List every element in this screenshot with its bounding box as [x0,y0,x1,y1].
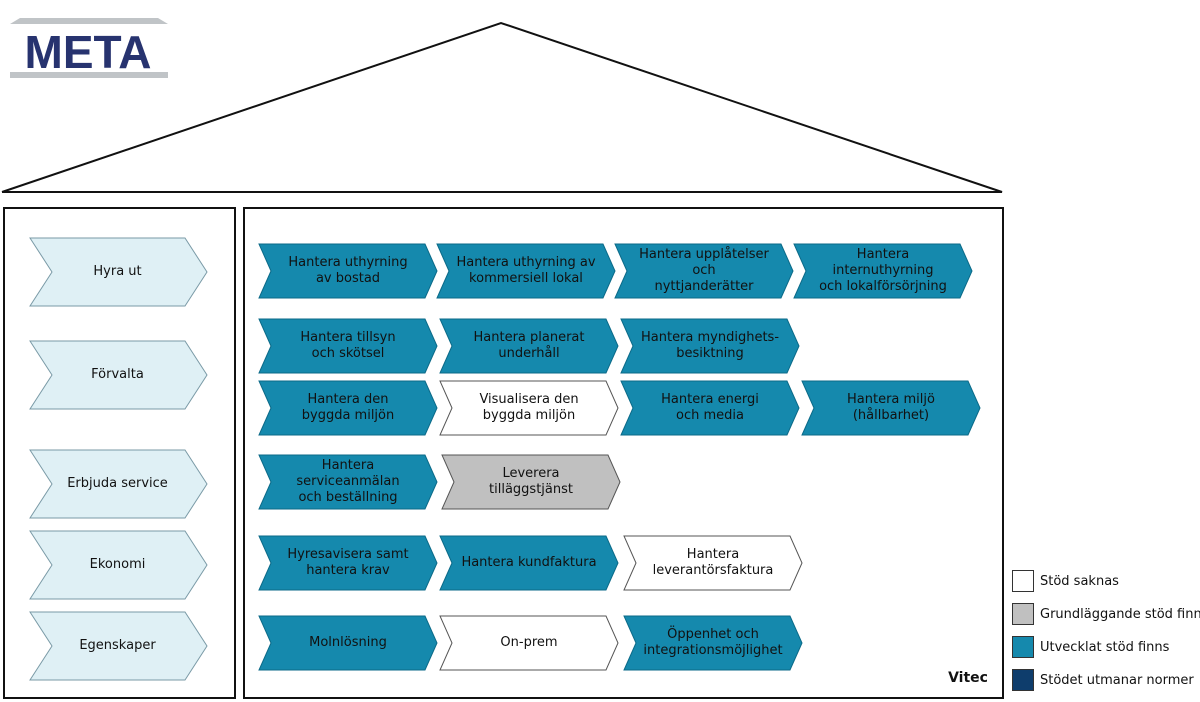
process-chevron-shape [258,380,438,436]
process-label: Hantera energi och media [661,392,759,423]
logo-bar [10,72,168,78]
process-label: Hantera upplåtelser och nyttjanderätter [639,247,769,294]
process-chevron: Hantera myndighets- besiktning [620,318,800,374]
process-chevron-shape [439,318,619,374]
process-chevron: Molnlösning [258,615,438,671]
process-chevron-shape [620,380,800,436]
process-chevron-shape [439,615,619,671]
process-chevron-shape [441,454,621,510]
process-chevron-shape [793,243,973,299]
process-label: Hantera myndighets- besiktning [640,330,780,361]
left-chevron-label: Erbjuda service [67,476,168,491]
left-chevron-label: Förvalta [91,367,144,382]
process-label: Hyresavisera samt hantera krav [287,547,409,578]
process-chevron-shape [439,535,619,591]
process-chevron: Hantera miljö (hållbarhet) [801,380,981,436]
legend-swatch [1012,669,1034,691]
process-label: Hantera leverantörsfaktura [652,547,774,578]
logo-roof [10,18,168,24]
process-label: Hantera serviceanmälan och beställning [296,458,400,505]
left-chevron: Förvalta [29,340,208,410]
legend-label: Grundläggande stöd finns [1040,606,1200,622]
process-label: Molnlösning [309,635,387,650]
process-chevron: Hantera uthyrning av bostad [258,243,438,299]
legend-swatch [1012,570,1034,592]
meta-logo: META [10,18,168,78]
process-chevron: Visualisera den byggda miljön [439,380,619,436]
process-chevron-shape [258,454,438,510]
process-chevron: Hyresavisera samt hantera krav [258,535,438,591]
left-chevron-label: Egenskaper [79,638,156,653]
legend-item: Utvecklat stöd finns [1012,634,1169,660]
left-chevron-shape [29,237,208,307]
process-chevron: Öppenhet och integrationsmöjlighet [623,615,803,671]
process-chevron: Hantera serviceanmälan och beställning [258,454,438,510]
process-chevron-shape [801,380,981,436]
left-chevron-shape [29,530,208,600]
process-label: Leverera tilläggstjänst [489,466,573,497]
process-label: Hantera den byggda miljön [301,392,395,423]
process-chevron-shape [258,535,438,591]
left-chevron: Egenskaper [29,611,208,681]
legend-label: Utvecklat stöd finns [1040,639,1170,655]
left-chevron-shape [29,611,208,681]
left-chevron: Hyra ut [29,237,208,307]
process-chevron: Hantera upplåtelser och nyttjanderätter [614,243,794,299]
legend-item: Stöd saknas [1012,568,1119,594]
process-label: Hantera uthyrning av bostad [288,255,408,286]
left-chevron: Ekonomi [29,530,208,600]
process-chevron: Hantera den byggda miljön [258,380,438,436]
left-chevron-label: Ekonomi [89,557,146,572]
process-chevron-shape [623,615,803,671]
vendor-label: Vitec [948,670,988,686]
process-chevron: Hantera internuthyrning och lokalförsörj… [793,243,973,299]
process-label: Hantera miljö (hållbarhet) [847,392,935,423]
process-chevron: Hantera tillsyn och skötsel [258,318,438,374]
left-chevron-shape [29,449,208,519]
process-chevron-shape [258,243,438,299]
left-chevron: Erbjuda service [29,449,208,519]
process-chevron: On-prem [439,615,619,671]
process-chevron-shape [258,615,438,671]
process-chevron-shape [439,380,619,436]
left-chevron-label: Hyra ut [93,264,142,279]
process-chevron-shape [620,318,800,374]
process-label: Hantera tillsyn och skötsel [300,330,396,361]
process-chevron-shape [258,318,438,374]
process-chevron: Hantera planerat underhåll [439,318,619,374]
legend-label: Stöd saknas [1040,573,1119,589]
left-frame [3,207,236,699]
process-chevron: Hantera leverantörsfaktura [623,535,803,591]
legend-item: Stödet utmanar normer [1012,667,1194,693]
house-roof [1,21,1003,193]
logo-text: META [25,26,152,78]
process-label: On-prem [500,635,558,650]
process-label: Hantera kundfaktura [461,555,597,570]
process-label: Visualisera den byggda miljön [479,392,579,423]
process-chevron-shape [614,243,794,299]
process-label: Hantera internuthyrning och lokalförsörj… [819,247,947,294]
legend-swatch [1012,603,1034,625]
legend-swatch [1012,636,1034,658]
left-chevron-shape [29,340,208,410]
process-chevron-shape [623,535,803,591]
main-frame [243,207,1004,699]
process-label: Hantera uthyrning av kommersiell lokal [456,255,596,286]
legend-item: Grundläggande stöd finns [1012,601,1200,627]
legend-label: Stödet utmanar normer [1040,672,1194,688]
process-chevron: Leverera tilläggstjänst [441,454,621,510]
process-label: Öppenhet och integrationsmöjlighet [643,627,783,658]
process-chevron: Hantera kundfaktura [439,535,619,591]
process-chevron-shape [436,243,616,299]
process-chevron: Hantera energi och media [620,380,800,436]
process-label: Hantera planerat underhåll [473,330,585,361]
process-chevron: Hantera uthyrning av kommersiell lokal [436,243,616,299]
